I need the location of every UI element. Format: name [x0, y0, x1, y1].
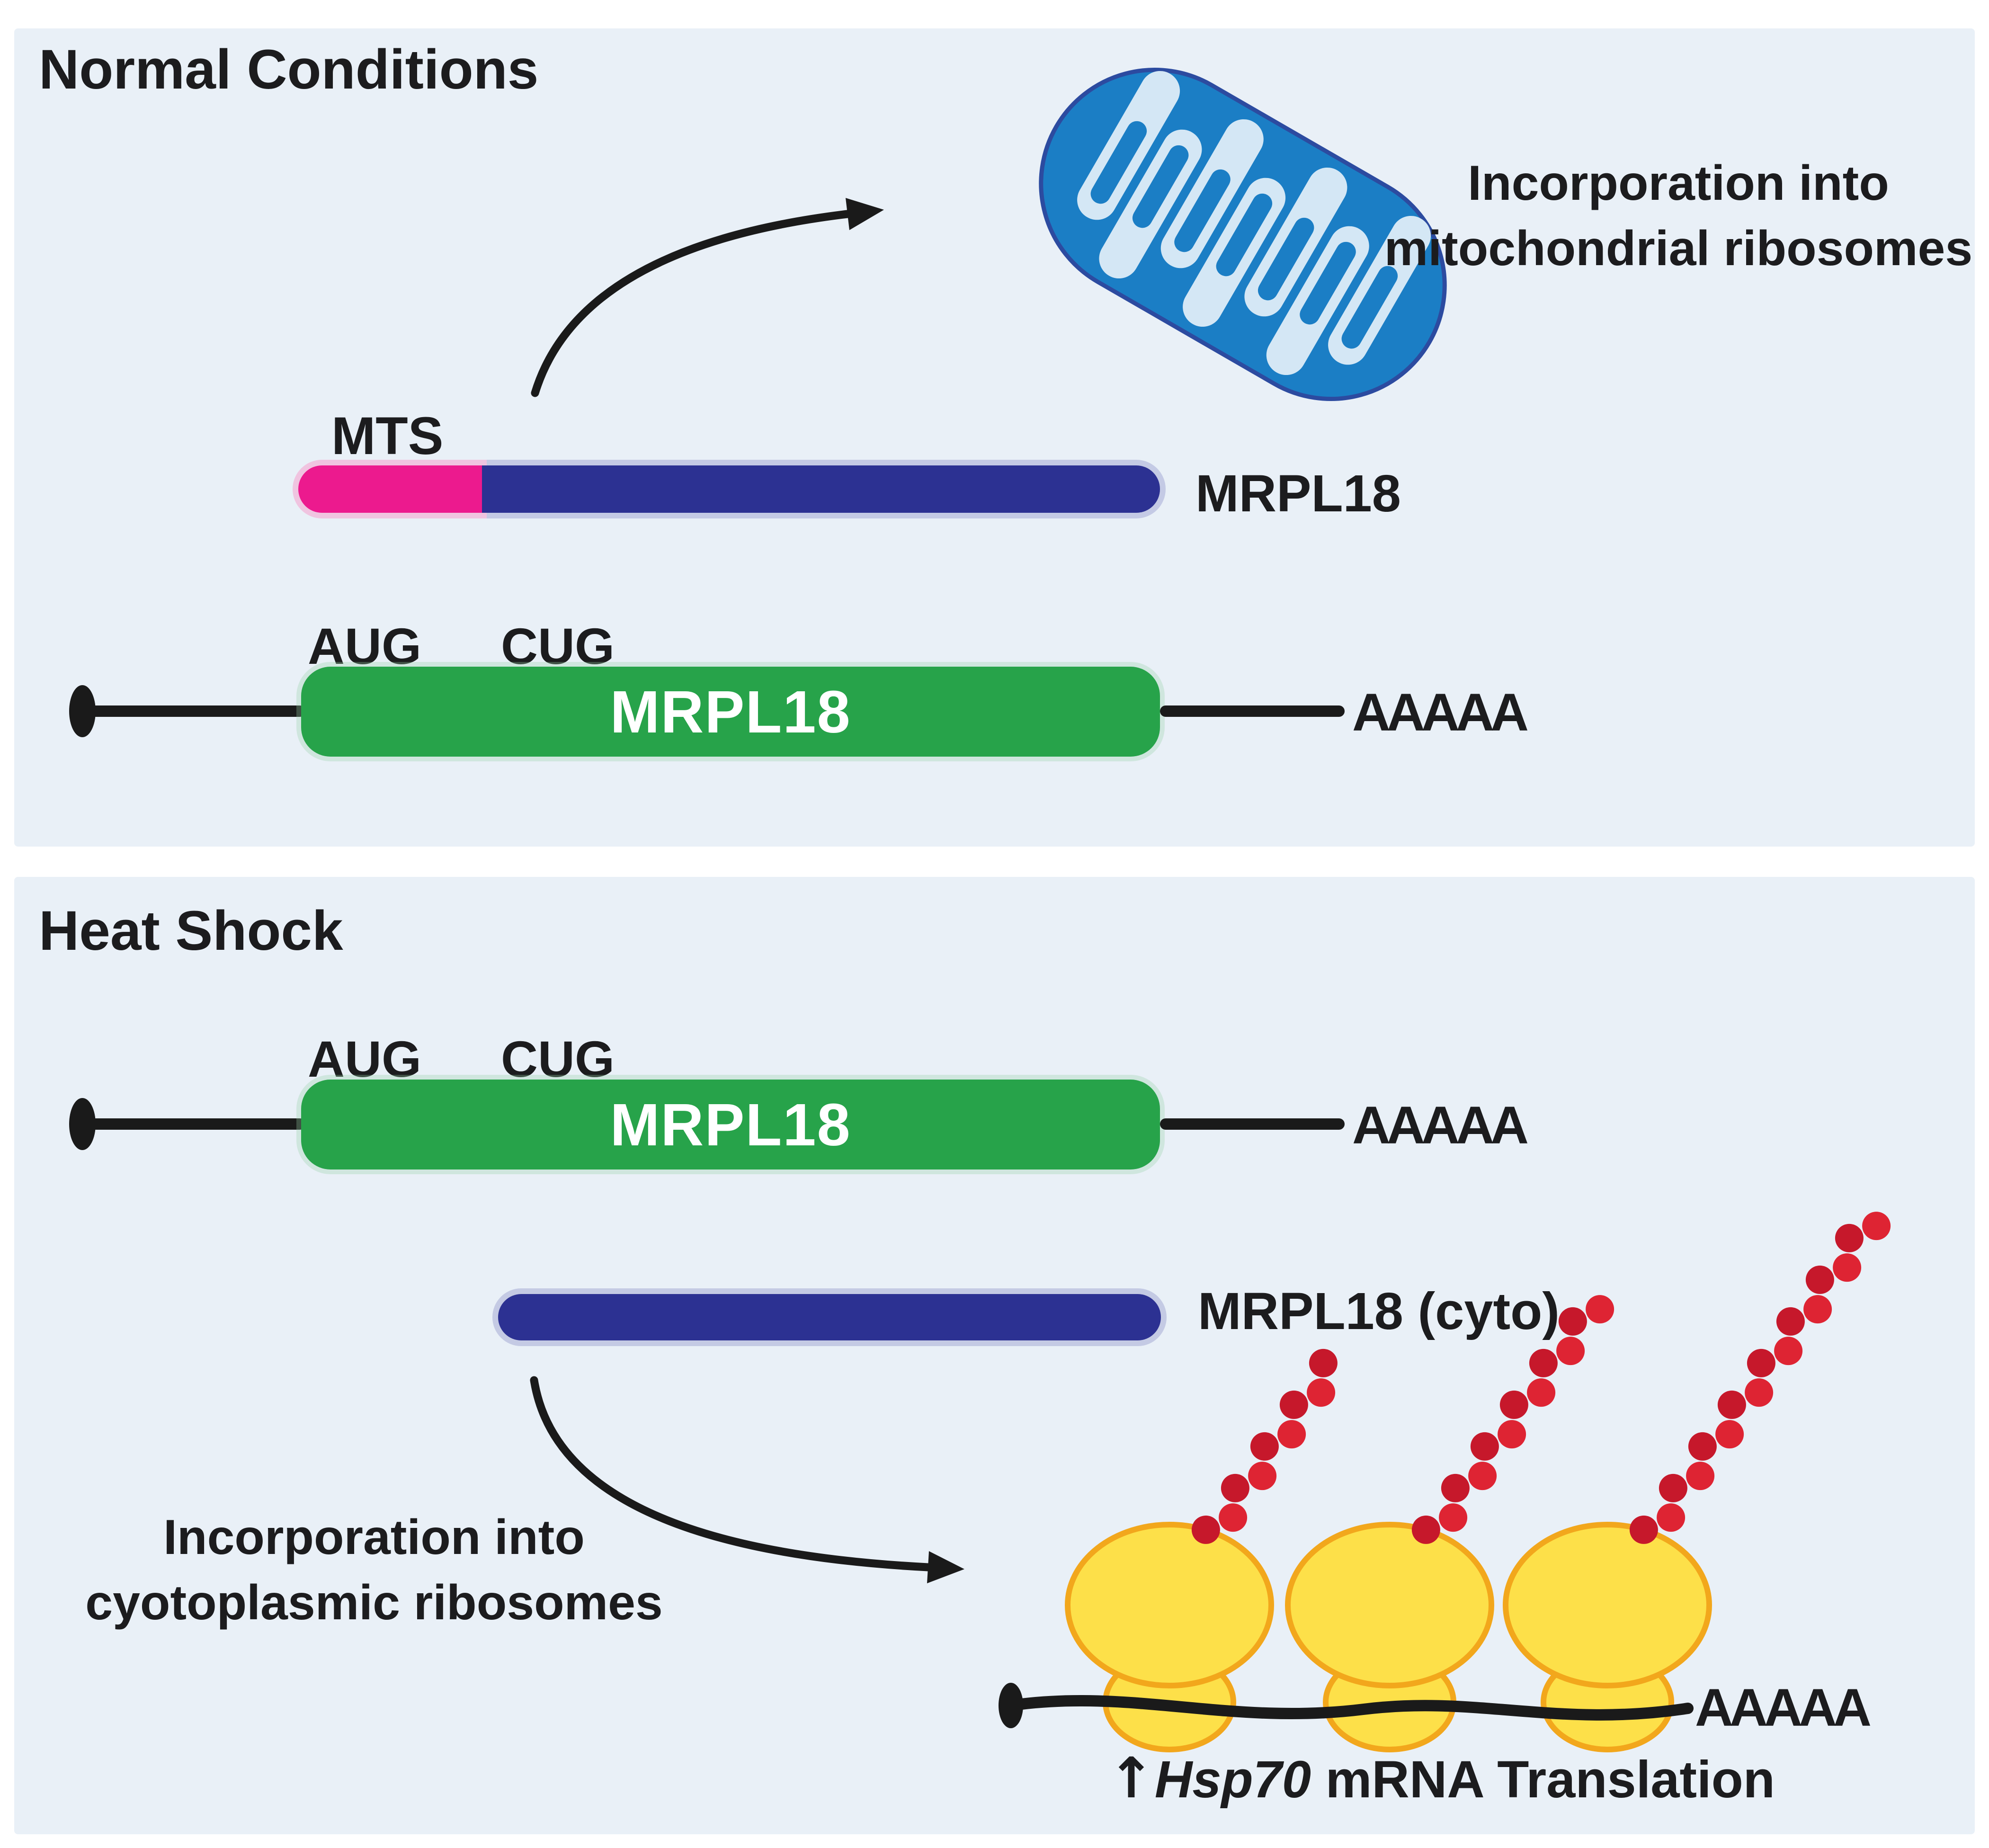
hsp70-label-rest: mRNA Translation [1311, 1750, 1775, 1809]
mito-caption-line1: Incorporation into [1468, 156, 1889, 211]
polysome-mrna-cap-icon [999, 1683, 1023, 1728]
mitochondrion-icon [1039, 68, 1447, 401]
mitochondrion-cristae [1077, 71, 1431, 375]
mrpl18-protein-bar-fill [298, 465, 1160, 513]
alt-codon-label-heat: CUG [501, 1030, 615, 1088]
up-arrow-icon: ↑ [1108, 1745, 1155, 1811]
mrpl18-cyto-bar-fill [498, 1294, 1161, 1340]
nascent-chains [1191, 1212, 1891, 1544]
cyto-incorporation-caption: Incorporation into cyotoplasmic ribosome… [28, 1505, 720, 1636]
cyto-incorporation-line2: cyotoplasmic ribosomes [85, 1575, 663, 1631]
alt-codon-label-normal: CUG [501, 617, 615, 675]
start-codon-label-heat: AUG [308, 1030, 421, 1088]
mrna-5utr-line-heat [90, 1118, 305, 1130]
mrna-5utr-line-normal [90, 705, 305, 717]
mrna-orf-box-normal: MRPL18 [301, 667, 1160, 757]
mrna-gene-label-heat: MRPL18 [610, 1091, 851, 1158]
mrna-3utr-line-heat [1160, 1118, 1345, 1130]
protein-label: MRPL18 [1195, 464, 1401, 523]
polysome-mrna-line [1005, 1695, 1694, 1721]
poly-a-tail-normal: AAAAA [1352, 683, 1529, 742]
mts-label: MTS [331, 406, 444, 465]
arrow-to-mitochondria-icon [531, 198, 884, 397]
polysome-ribosomes [1065, 1522, 1712, 1752]
cyto-incorporation-line1: Incorporation into [163, 1510, 585, 1565]
mrpl18-protein-bar [293, 460, 1166, 518]
mrna-orf-box-heat: MRPL18 [301, 1080, 1160, 1170]
cyto-protein-label: MRPL18 (cyto) [1198, 1282, 1560, 1340]
start-codon-label-normal: AUG [308, 617, 421, 675]
poly-a-tail-polysome: AAAAA [1695, 1678, 1872, 1737]
mrna-gene-label-normal: MRPL18 [610, 678, 851, 745]
arrow-to-cytoplasmic-ribosomes-icon [530, 1376, 964, 1583]
polysome-icon [999, 1212, 1891, 1752]
panel-title-heat: Heat Shock [39, 900, 343, 962]
mrpl18-cyto-bar [492, 1288, 1167, 1346]
mrna-3utr-line-normal [1160, 705, 1345, 717]
hsp70-gene-name: Hsp70 [1154, 1750, 1311, 1809]
poly-a-tail-heat: AAAAA [1352, 1096, 1529, 1155]
mito-caption-line2: mitochondrial ribosomes [1384, 221, 1973, 277]
panel-title-normal: Normal Conditions [39, 38, 539, 101]
mito-caption: Incorporation into mitochondrial ribosom… [1375, 151, 1981, 282]
hsp70-translation-label: ↑Hsp70 mRNA Translation [1108, 1745, 1775, 1811]
